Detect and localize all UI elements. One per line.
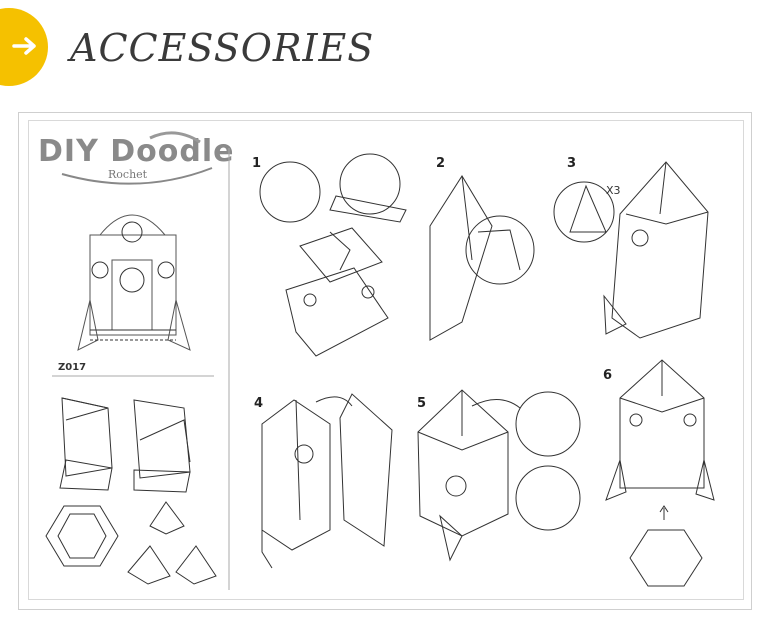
brand-swoosh: [61, 167, 213, 185]
step-number-1: 1: [252, 156, 262, 171]
step-1-illustration: [259, 153, 407, 357]
step-number-4: 4: [254, 396, 264, 411]
decorated-rocket-image: [77, 214, 191, 351]
step-number-6: 6: [603, 368, 613, 383]
step-5-illustration: [417, 389, 581, 562]
step-3-count: X3: [606, 184, 621, 197]
step-number-5: 5: [417, 396, 427, 411]
brand-arc: [149, 131, 201, 144]
step-number-2: 2: [436, 156, 446, 171]
panel-pieces-image: [59, 397, 191, 493]
hexagon-base-image: [45, 505, 119, 567]
arrow-right-icon: [12, 37, 36, 55]
step-6-illustration: [605, 359, 715, 587]
nose-cone-pieces-image: [127, 501, 217, 585]
step-number-3: 3: [567, 156, 577, 171]
page-title: ACCESSORIES: [70, 26, 375, 70]
brand-logo: DIY Doodle: [38, 134, 235, 169]
step-2-illustration: [429, 175, 535, 341]
product-code: Z017: [58, 362, 87, 373]
instruction-frame: [18, 112, 752, 610]
step-3-illustration: [553, 161, 709, 339]
brand-subtitle: Rochet: [108, 168, 148, 181]
instruction-frame-inner: [28, 120, 744, 600]
step-4-illustration: [261, 393, 393, 569]
